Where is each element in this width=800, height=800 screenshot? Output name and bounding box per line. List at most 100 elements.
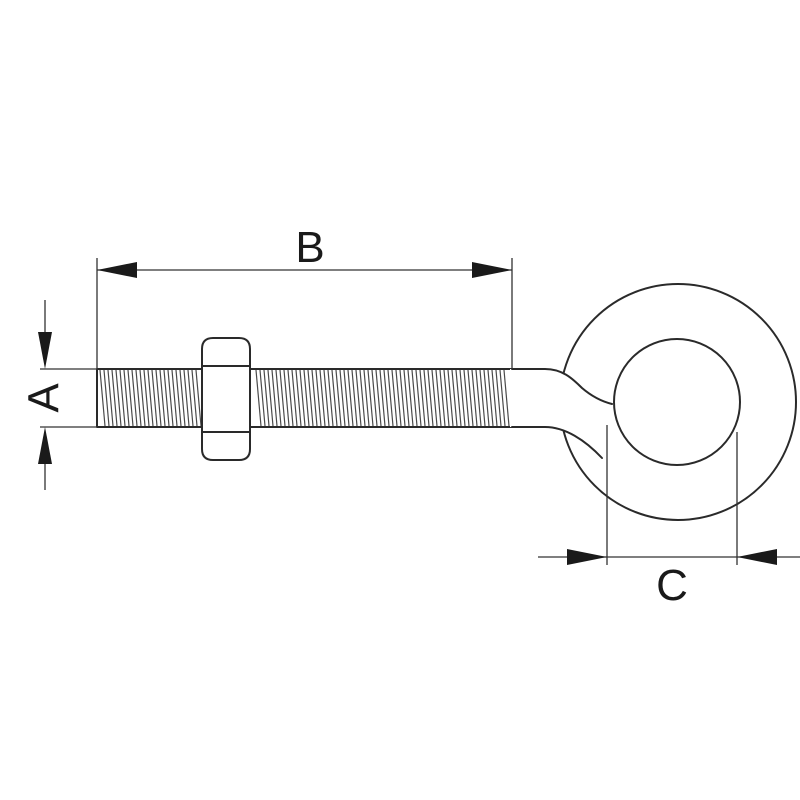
thread-line xyxy=(395,369,402,427)
thread-line xyxy=(111,369,118,427)
thread-line xyxy=(503,369,510,427)
thread-line xyxy=(307,369,314,427)
thread-line xyxy=(419,369,426,427)
arrow-right-icon xyxy=(472,262,512,278)
thread-line xyxy=(155,369,162,427)
thread-line xyxy=(271,369,278,427)
thread-line xyxy=(319,369,326,427)
thread-line xyxy=(363,369,370,427)
thread-line xyxy=(311,369,318,427)
dimension-b: B xyxy=(96,223,513,369)
thread-line xyxy=(147,369,154,427)
thread-line xyxy=(123,369,130,427)
thread-line xyxy=(327,369,334,427)
thread-line xyxy=(275,369,282,427)
thread-line xyxy=(167,369,174,427)
thread-line xyxy=(287,369,294,427)
thread-line xyxy=(427,369,434,427)
thread-line xyxy=(259,369,266,427)
thread-line xyxy=(151,369,158,427)
thread-line xyxy=(107,369,114,427)
thread-line xyxy=(343,369,350,427)
thread-lines xyxy=(99,369,510,427)
thread-line xyxy=(391,369,398,427)
thread-line xyxy=(435,369,442,427)
thread-line xyxy=(163,369,170,427)
thread-line xyxy=(371,369,378,427)
arrow-left-icon xyxy=(737,549,777,565)
arrow-up-icon xyxy=(38,427,52,464)
thread-line xyxy=(379,369,386,427)
thread-line xyxy=(175,369,182,427)
thread-line xyxy=(283,369,290,427)
thread-line xyxy=(323,369,330,427)
thread-line xyxy=(143,369,150,427)
thread-line xyxy=(339,369,346,427)
thread-line xyxy=(479,369,486,427)
thread-line xyxy=(291,369,298,427)
thread-line xyxy=(451,369,458,427)
thread-line xyxy=(127,369,134,427)
thread-line xyxy=(331,369,338,427)
thread-line xyxy=(99,369,106,427)
thread-line xyxy=(499,369,506,427)
arrow-down-icon xyxy=(38,332,52,369)
thread-line xyxy=(439,369,446,427)
thread-line xyxy=(447,369,454,427)
thread-line xyxy=(187,369,194,427)
thread-line xyxy=(487,369,494,427)
dimension-c-label: C xyxy=(656,561,688,610)
eye-ring xyxy=(510,283,798,521)
thread-line xyxy=(131,369,138,427)
thread-line xyxy=(195,369,202,427)
thread-line xyxy=(411,369,418,427)
dimension-a: A xyxy=(19,300,97,490)
thread-line xyxy=(407,369,414,427)
thread-line xyxy=(303,369,310,427)
thread-line xyxy=(455,369,462,427)
thread-line xyxy=(355,369,362,427)
thread-line xyxy=(191,369,198,427)
dimension-b-label: B xyxy=(295,223,324,272)
thread-line xyxy=(459,369,466,427)
thread-line xyxy=(443,369,450,427)
thread-line xyxy=(375,369,382,427)
thread-line xyxy=(415,369,422,427)
thread-line xyxy=(483,369,490,427)
eye-neck xyxy=(510,369,612,458)
thread-line xyxy=(179,369,186,427)
thread-line xyxy=(347,369,354,427)
dimension-c: C xyxy=(538,425,800,610)
thread-line xyxy=(295,369,302,427)
thread-line xyxy=(139,369,146,427)
thread-line xyxy=(183,369,190,427)
thread-line xyxy=(299,369,306,427)
thread-line xyxy=(463,369,470,427)
thread-line xyxy=(315,369,322,427)
thread-line xyxy=(383,369,390,427)
thread-line xyxy=(103,369,110,427)
thread-line xyxy=(399,369,406,427)
hex-nut xyxy=(201,337,251,461)
thread-line xyxy=(171,369,178,427)
thread-line xyxy=(115,369,122,427)
thread-line xyxy=(387,369,394,427)
thread-line xyxy=(431,369,438,427)
dimension-a-label: A xyxy=(19,383,68,413)
thread-line xyxy=(475,369,482,427)
thread-line xyxy=(351,369,358,427)
threaded-shank xyxy=(96,368,513,428)
thread-line xyxy=(267,369,274,427)
thread-line xyxy=(367,369,374,427)
thread-line xyxy=(471,369,478,427)
thread-line xyxy=(359,369,366,427)
thread-line xyxy=(135,369,142,427)
thread-line xyxy=(467,369,474,427)
thread-line xyxy=(279,369,286,427)
thread-line xyxy=(159,369,166,427)
arrow-left-icon xyxy=(97,262,137,278)
thread-line xyxy=(263,369,270,427)
thread-line xyxy=(403,369,410,427)
thread-line xyxy=(119,369,126,427)
